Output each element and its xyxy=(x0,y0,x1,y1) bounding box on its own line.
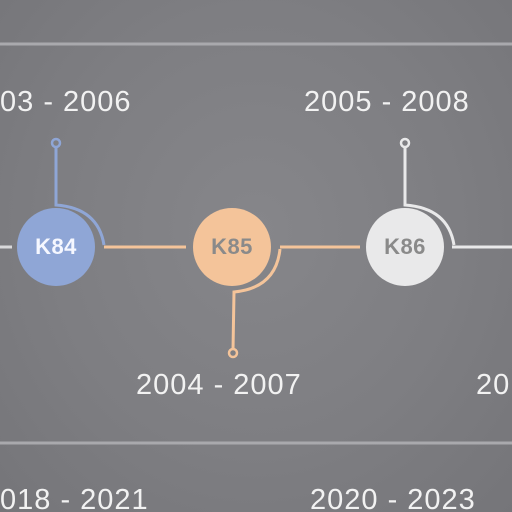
k85-connector-dot xyxy=(227,347,239,359)
k86-connector-dot xyxy=(399,137,411,149)
next-years-label-cut: 20 xyxy=(476,369,511,401)
node-label: K84 xyxy=(35,234,77,259)
k84-connector xyxy=(54,144,106,246)
node-label: K85 xyxy=(211,234,253,259)
timeline-node-k85[interactable]: K85 xyxy=(193,208,271,286)
k85-connector xyxy=(231,248,282,351)
timeline-node-k84[interactable]: K84 xyxy=(17,208,95,286)
timeline-node-k86[interactable]: K86 xyxy=(366,208,444,286)
lower-band-left-label: 018 - 2021 xyxy=(0,484,149,512)
k86-years-label: 2005 - 2008 xyxy=(304,86,470,118)
k84-years-label: 03 - 2006 xyxy=(0,86,132,118)
lower-band-center-label: 2020 - 2023 xyxy=(310,484,476,512)
k85-years-label: 2004 - 2007 xyxy=(136,369,302,401)
k84-connector-dot xyxy=(50,137,62,149)
node-label: K86 xyxy=(384,234,426,259)
k86-connector xyxy=(403,144,456,246)
